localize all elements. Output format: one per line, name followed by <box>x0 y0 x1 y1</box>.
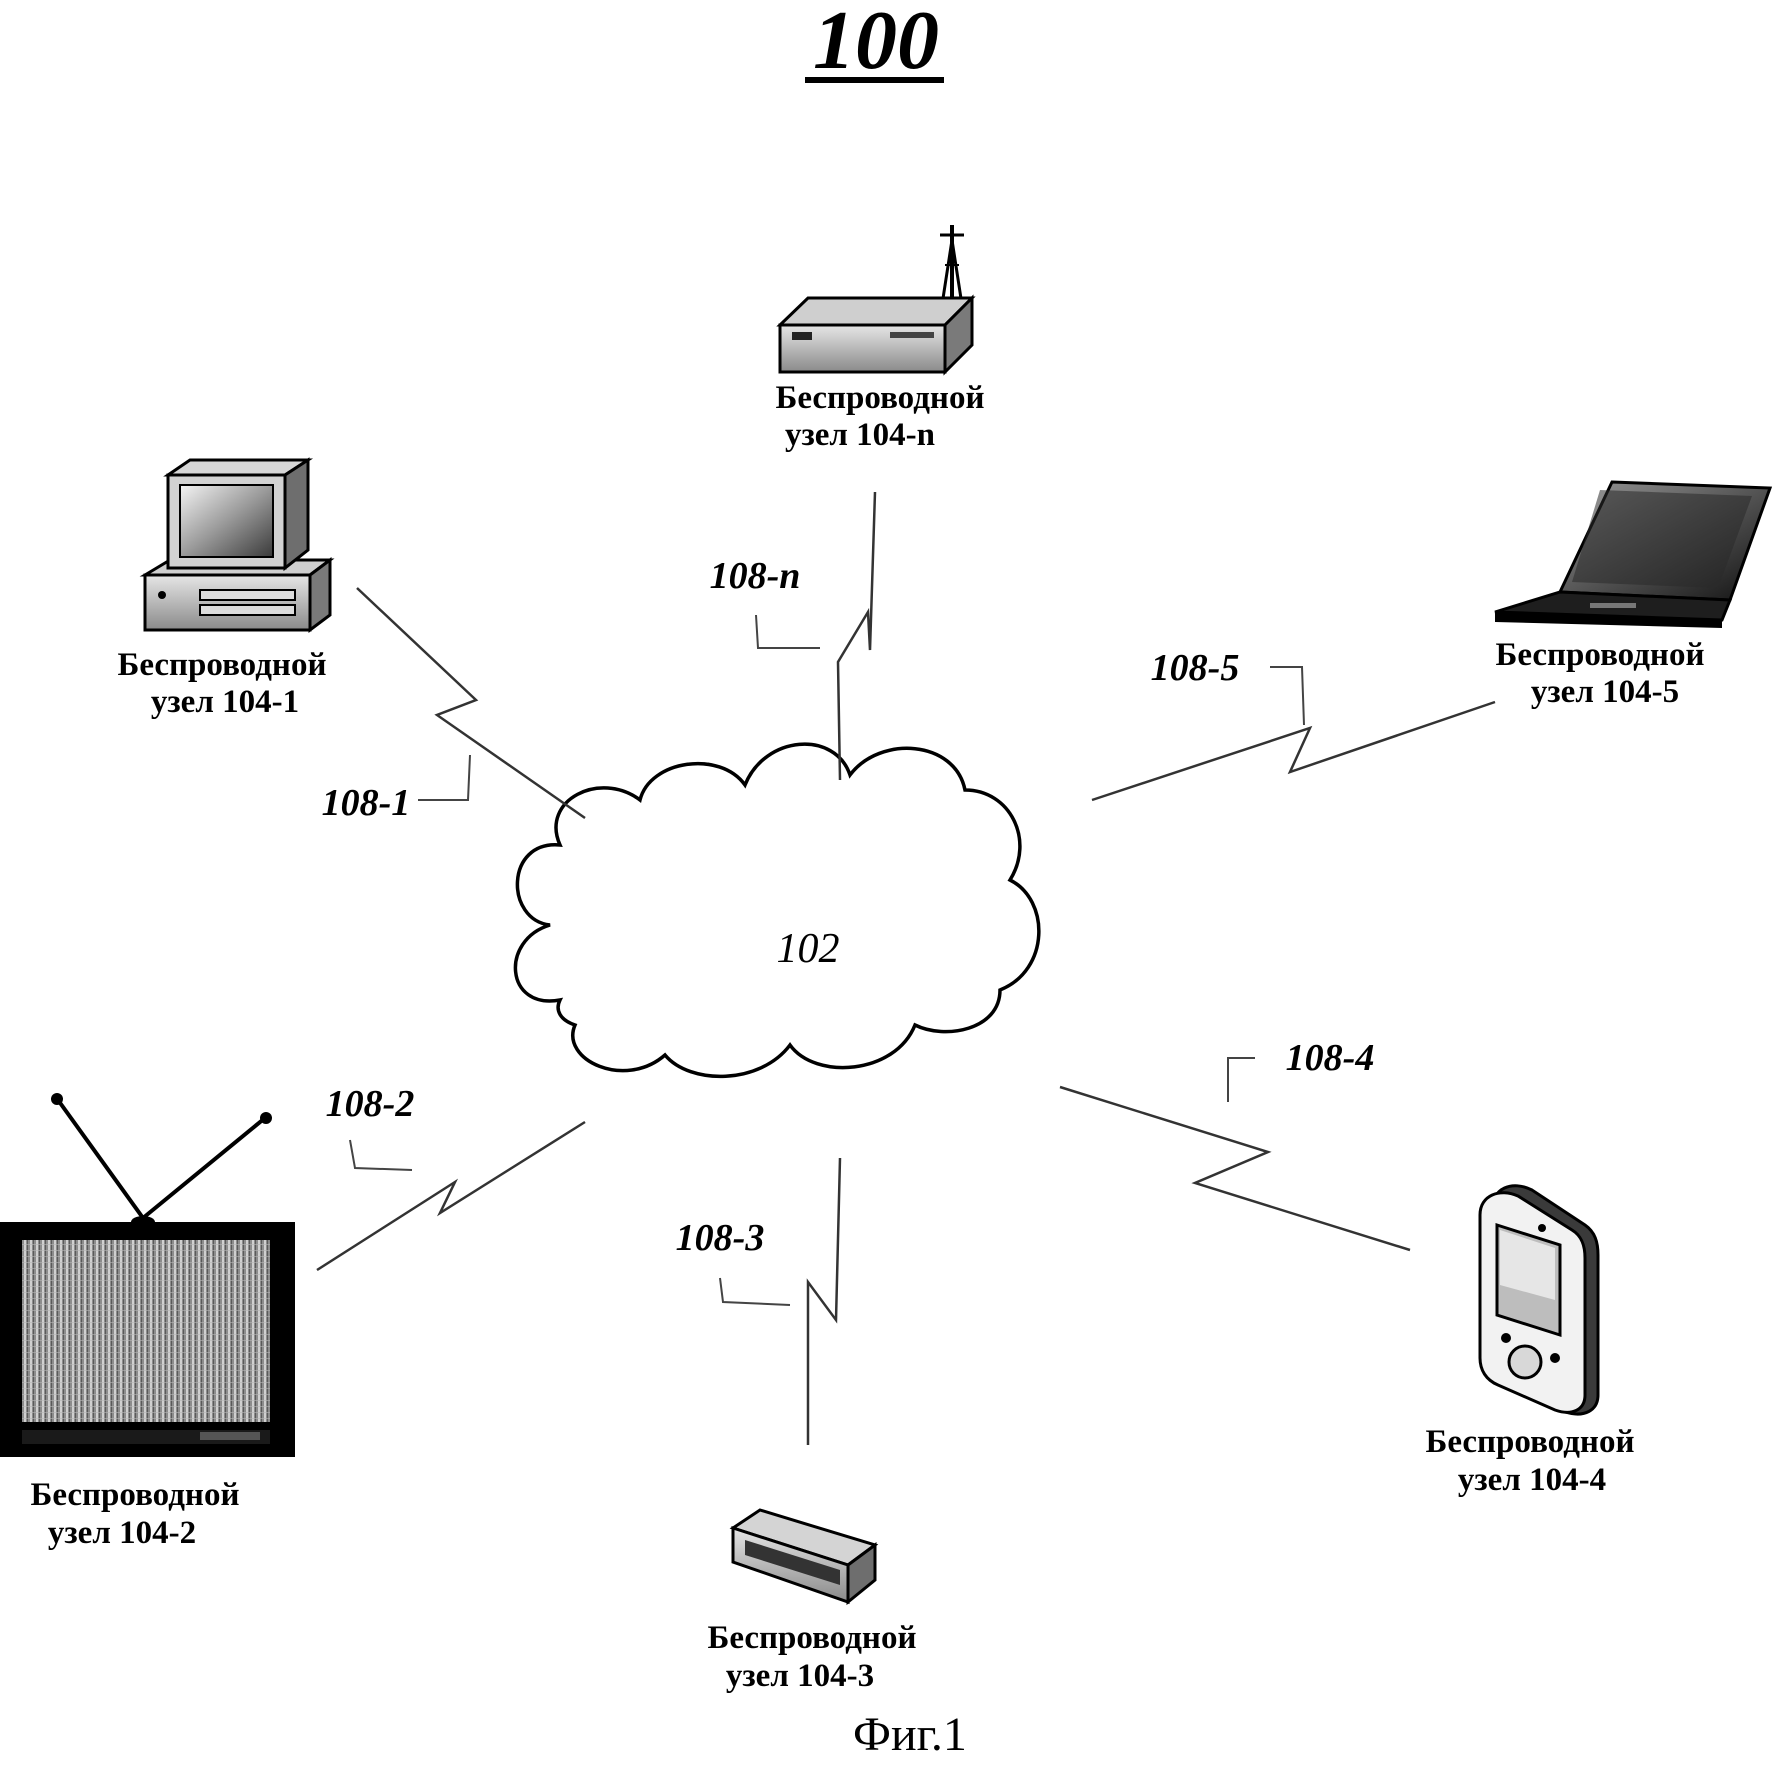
network-label: 102 <box>777 926 840 972</box>
wireless-link-2 <box>316 1120 586 1272</box>
link-label-1: 108-1 <box>322 782 411 824</box>
leader-line-4 <box>1227 1057 1255 1102</box>
leader-line-2 <box>349 1139 413 1171</box>
wireless-link-4 <box>1059 1085 1411 1252</box>
laptop-icon <box>1494 480 1773 628</box>
link-label-5: 108-5 <box>1151 647 1240 689</box>
leader-line-n <box>755 614 820 649</box>
link-108-5: 108-5 <box>1091 647 1496 802</box>
desktop-computer-icon <box>139 457 335 633</box>
link-108-1: 108-1 <box>322 587 586 824</box>
node-104-2: Беспроводной узел 104-2 <box>0 1093 295 1551</box>
router-icon <box>776 225 976 376</box>
wireless-link-1 <box>356 587 586 820</box>
node-label-line2: узел 104-5 <box>1531 674 1679 710</box>
node-104-4: Беспроводной узел 104-4 <box>1426 1184 1635 1498</box>
figure-number: 100 <box>813 0 939 87</box>
link-label-n: 108-n <box>710 555 801 597</box>
node-label-line1: Беспроводной <box>31 1477 240 1513</box>
node-label-line1: Беспроводной <box>1426 1424 1635 1460</box>
node-label-line2: узел 104-2 <box>48 1515 196 1551</box>
node-label-line1: Беспроводной <box>118 647 327 683</box>
wireless-link-n <box>836 491 877 781</box>
link-label-3: 108-3 <box>676 1217 765 1259</box>
node-label-line1: Беспроводной <box>776 380 985 416</box>
node-label-line2: узел 104-3 <box>726 1658 874 1694</box>
link-label-2: 108-2 <box>326 1083 415 1125</box>
node-104-1: Беспроводной узел 104-1 <box>118 457 335 720</box>
pda-icon <box>1478 1184 1600 1416</box>
link-label-4: 108-4 <box>1286 1037 1375 1079</box>
cloud-shape <box>513 742 1041 1079</box>
link-108-3: 108-3 <box>676 1157 842 1445</box>
link-108-2: 108-2 <box>316 1083 586 1272</box>
wireless-link-3 <box>806 1157 842 1445</box>
wireless-link-5 <box>1091 700 1496 802</box>
node-label-line2: узел 104-1 <box>151 684 299 720</box>
figure-caption: Фиг.1 <box>853 1708 967 1761</box>
node-104-n: Беспроводной узел 104-n <box>776 225 985 453</box>
node-104-5: Беспроводной узел 104-5 <box>1494 480 1773 710</box>
figure-title: 100 <box>805 0 944 87</box>
leader-line-1 <box>418 754 471 801</box>
link-108-n: 108-n <box>710 491 877 781</box>
leader-line-3 <box>719 1277 791 1306</box>
set-top-box-icon <box>729 1508 879 1606</box>
television-icon <box>0 1093 295 1457</box>
node-label-line2: узел 104-n <box>785 417 935 453</box>
node-label-line2: узел 104-4 <box>1458 1462 1606 1498</box>
leader-line-5 <box>1270 666 1305 726</box>
link-108-4: 108-4 <box>1059 1037 1411 1252</box>
node-label-line1: Беспроводной <box>1496 637 1705 673</box>
node-label-line1: Беспроводной <box>708 1620 917 1656</box>
network-cloud: 102 <box>513 742 1041 1079</box>
node-104-3: Беспроводной узел 104-3 <box>708 1508 917 1694</box>
